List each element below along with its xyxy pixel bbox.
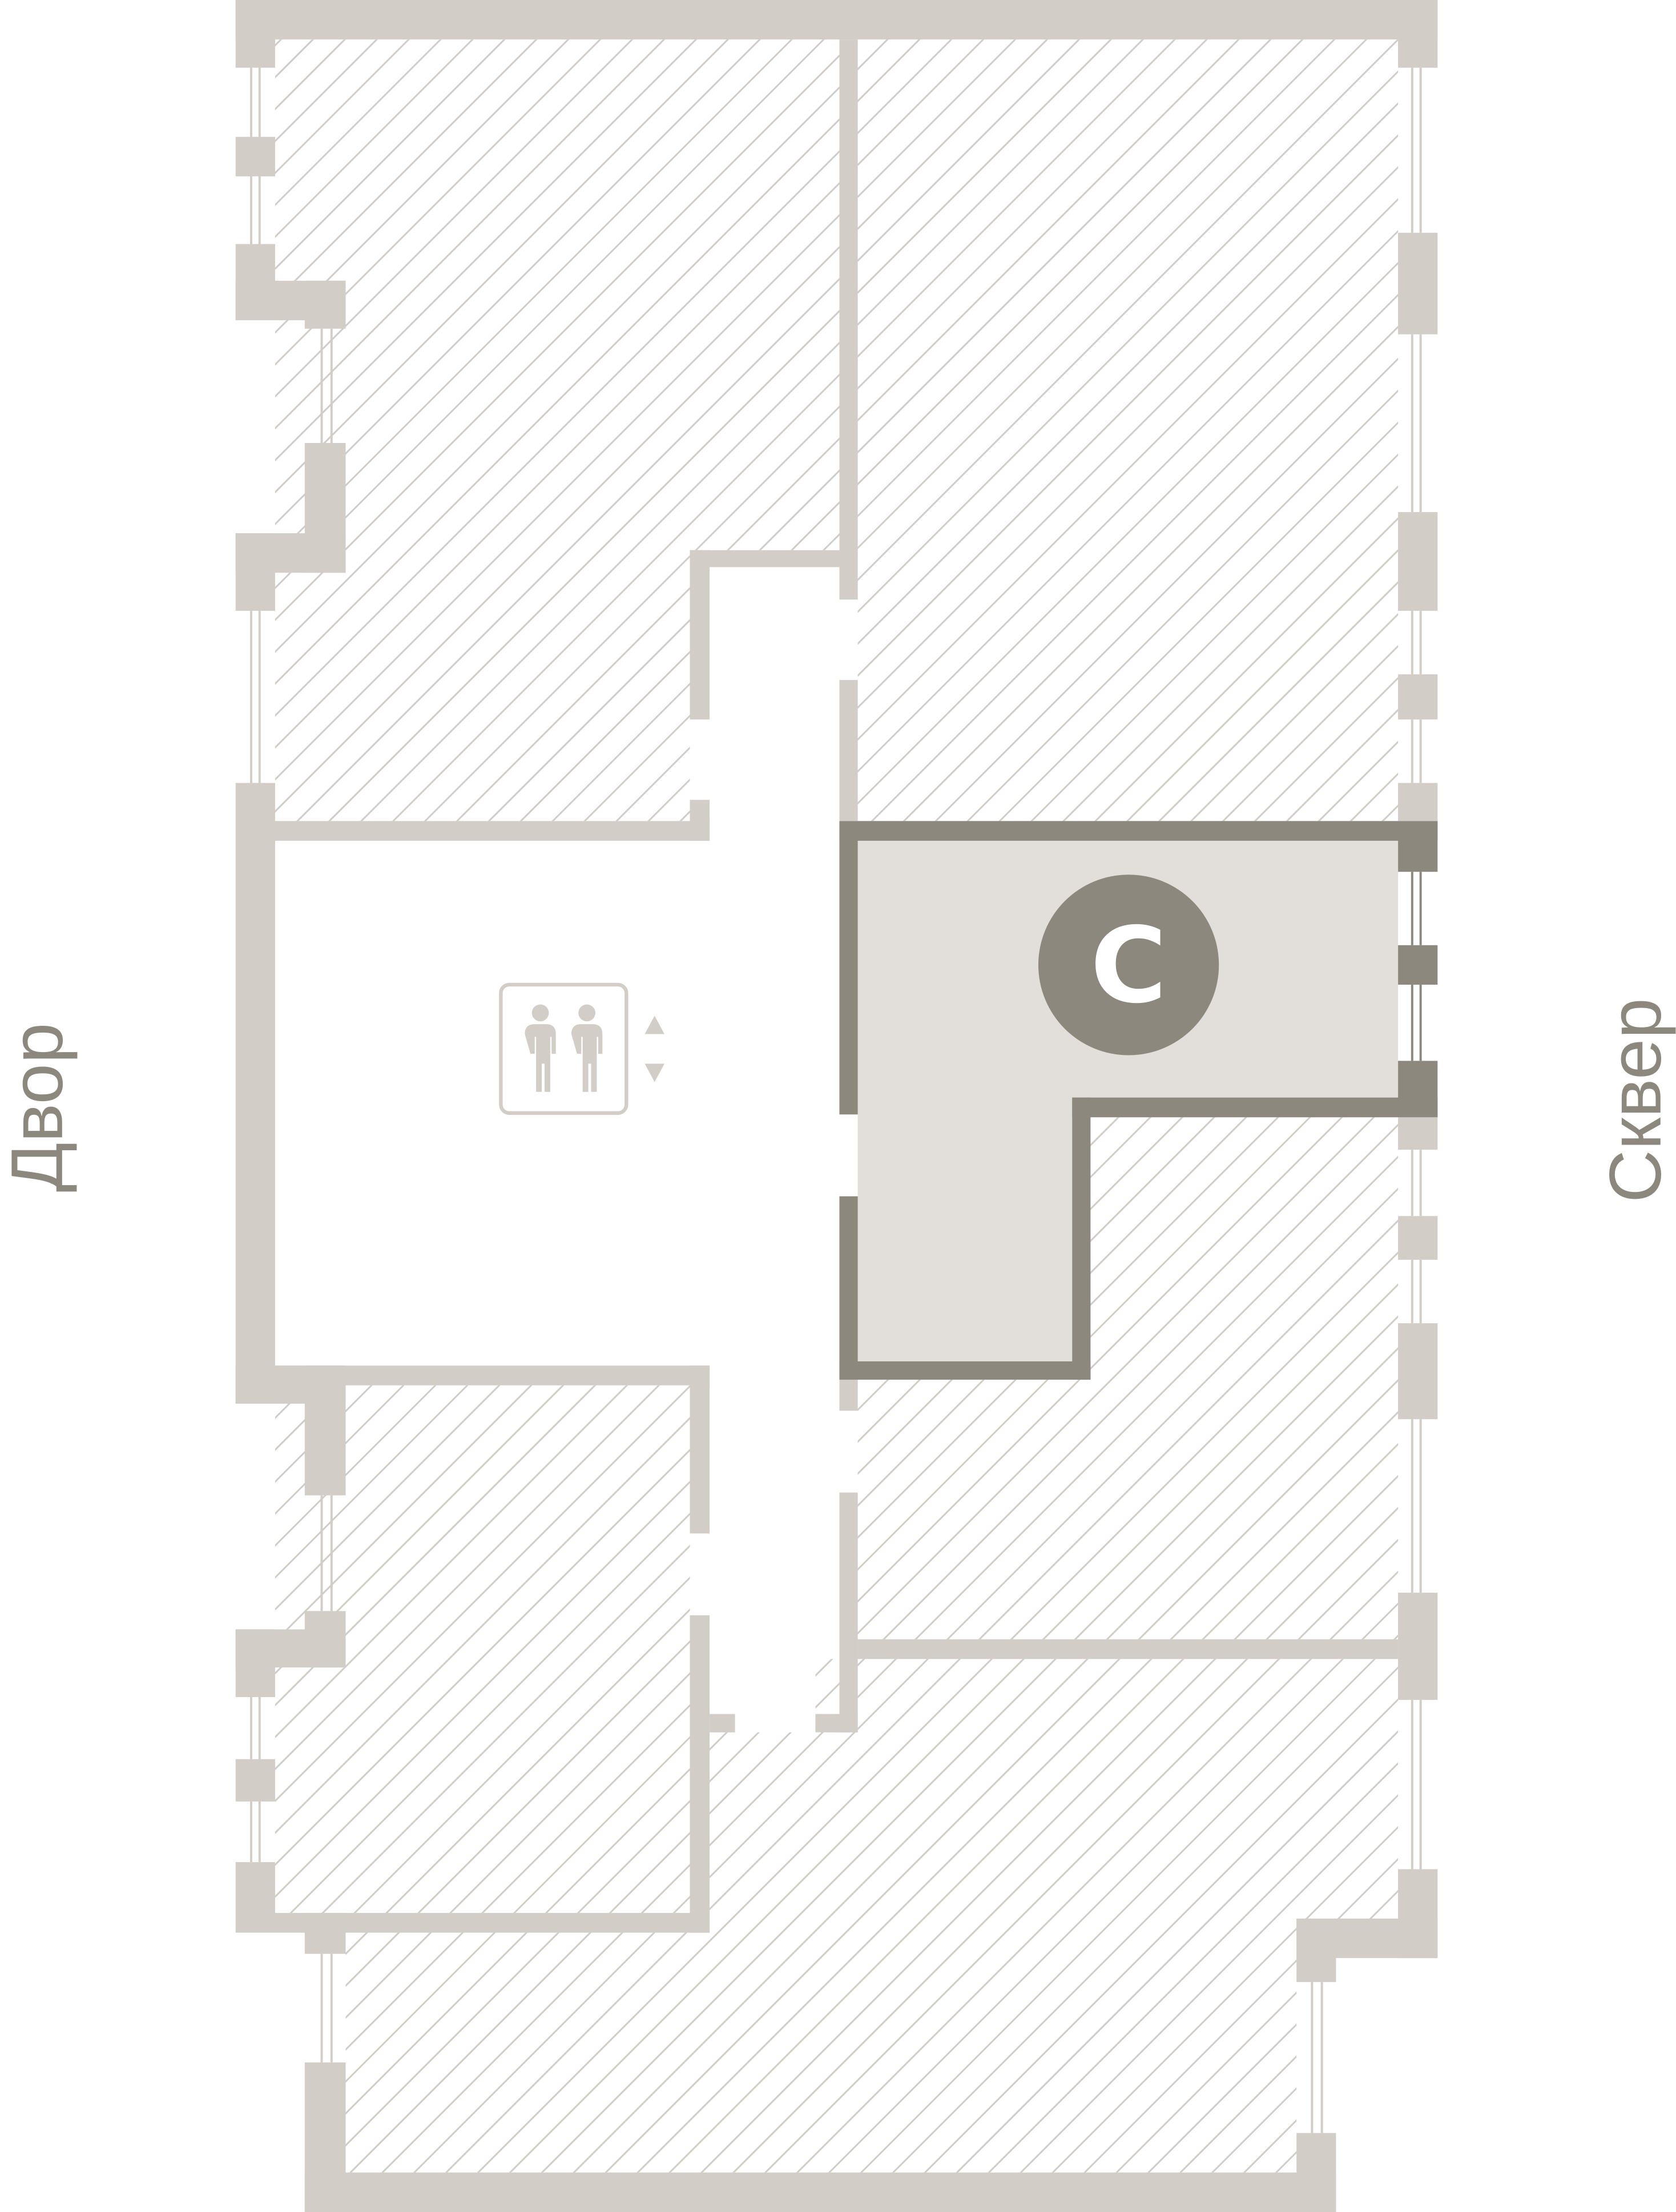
apartment-lower-right[interactable] xyxy=(857,1117,1399,1639)
unit-label: С xyxy=(1090,905,1167,1027)
apartment-upper-right[interactable] xyxy=(857,39,1399,821)
walls xyxy=(235,0,1438,2212)
arrow-up-icon xyxy=(644,1016,665,1034)
unit-badge: С xyxy=(1038,875,1219,1055)
windows xyxy=(249,67,1422,2133)
elevator-icon xyxy=(499,982,665,1115)
highlighted-unit-studio[interactable]: С xyxy=(839,821,1438,1380)
arrow-down-icon xyxy=(644,1063,665,1082)
apartment-upper-left[interactable] xyxy=(275,39,840,821)
square-label: Сквер xyxy=(1595,998,1676,1203)
courtyard-label: Двор xyxy=(0,1023,78,1192)
apartment-bottom[interactable] xyxy=(345,1659,1399,2173)
